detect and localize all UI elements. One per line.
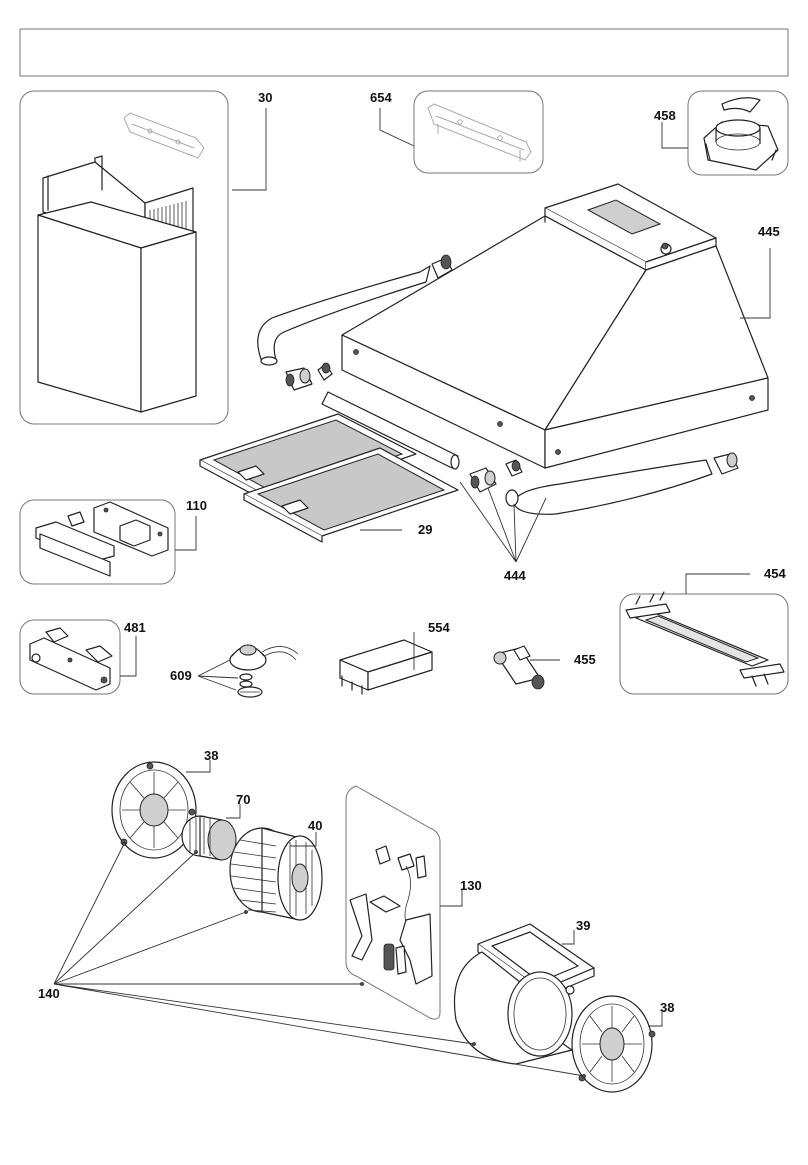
part-39-blower-housing: 39 [453,918,595,1065]
label-29: 29 [418,522,432,537]
part-70-motor: 70 [181,792,250,861]
label-110: 110 [186,498,207,513]
label-70: 70 [236,792,250,807]
part-654-bracket: 654 [370,90,544,174]
label-554: 554 [428,620,450,635]
part-554-transformer: 554 [339,620,450,695]
label-38-top: 38 [204,748,218,763]
part-458-outlet-flange: 458 [654,90,789,176]
label-444: 444 [504,568,526,583]
label-454: 454 [764,566,786,581]
part-130-electrical-panel: 130 [345,785,482,1020]
part-30-chimney-cover: 30 [19,90,272,425]
part-445-hood-body: 445 [341,183,780,469]
part-38-motor-cover-front: 38 [111,748,218,859]
label-654: 654 [370,90,392,105]
label-38-bottom: 38 [660,1000,674,1015]
part-140-fasteners: 140 [38,842,586,1078]
part-29-grease-filters: 29 [199,413,459,543]
label-445: 445 [758,224,780,239]
part-110-bracket-set: 110 [19,498,207,585]
label-458: 458 [654,108,676,123]
part-38-motor-cover-rear: 38 [571,995,674,1093]
title-box [19,28,789,77]
label-455: 455 [574,652,596,667]
part-444-pipes: 444 [257,254,739,583]
part-40-fan-wheel: 40 [229,818,323,921]
part-481-bracket: 481 [19,619,146,695]
part-455-connector: 455 [493,645,596,690]
label-40: 40 [308,818,322,833]
label-481: 481 [124,620,146,635]
part-609-lamp: 609 [170,644,299,698]
label-39: 39 [576,918,590,933]
label-609: 609 [170,668,192,683]
part-454-glass-panel: 454 [619,566,789,695]
label-130: 130 [460,878,482,893]
label-30: 30 [258,90,272,105]
label-140: 140 [38,986,60,1001]
